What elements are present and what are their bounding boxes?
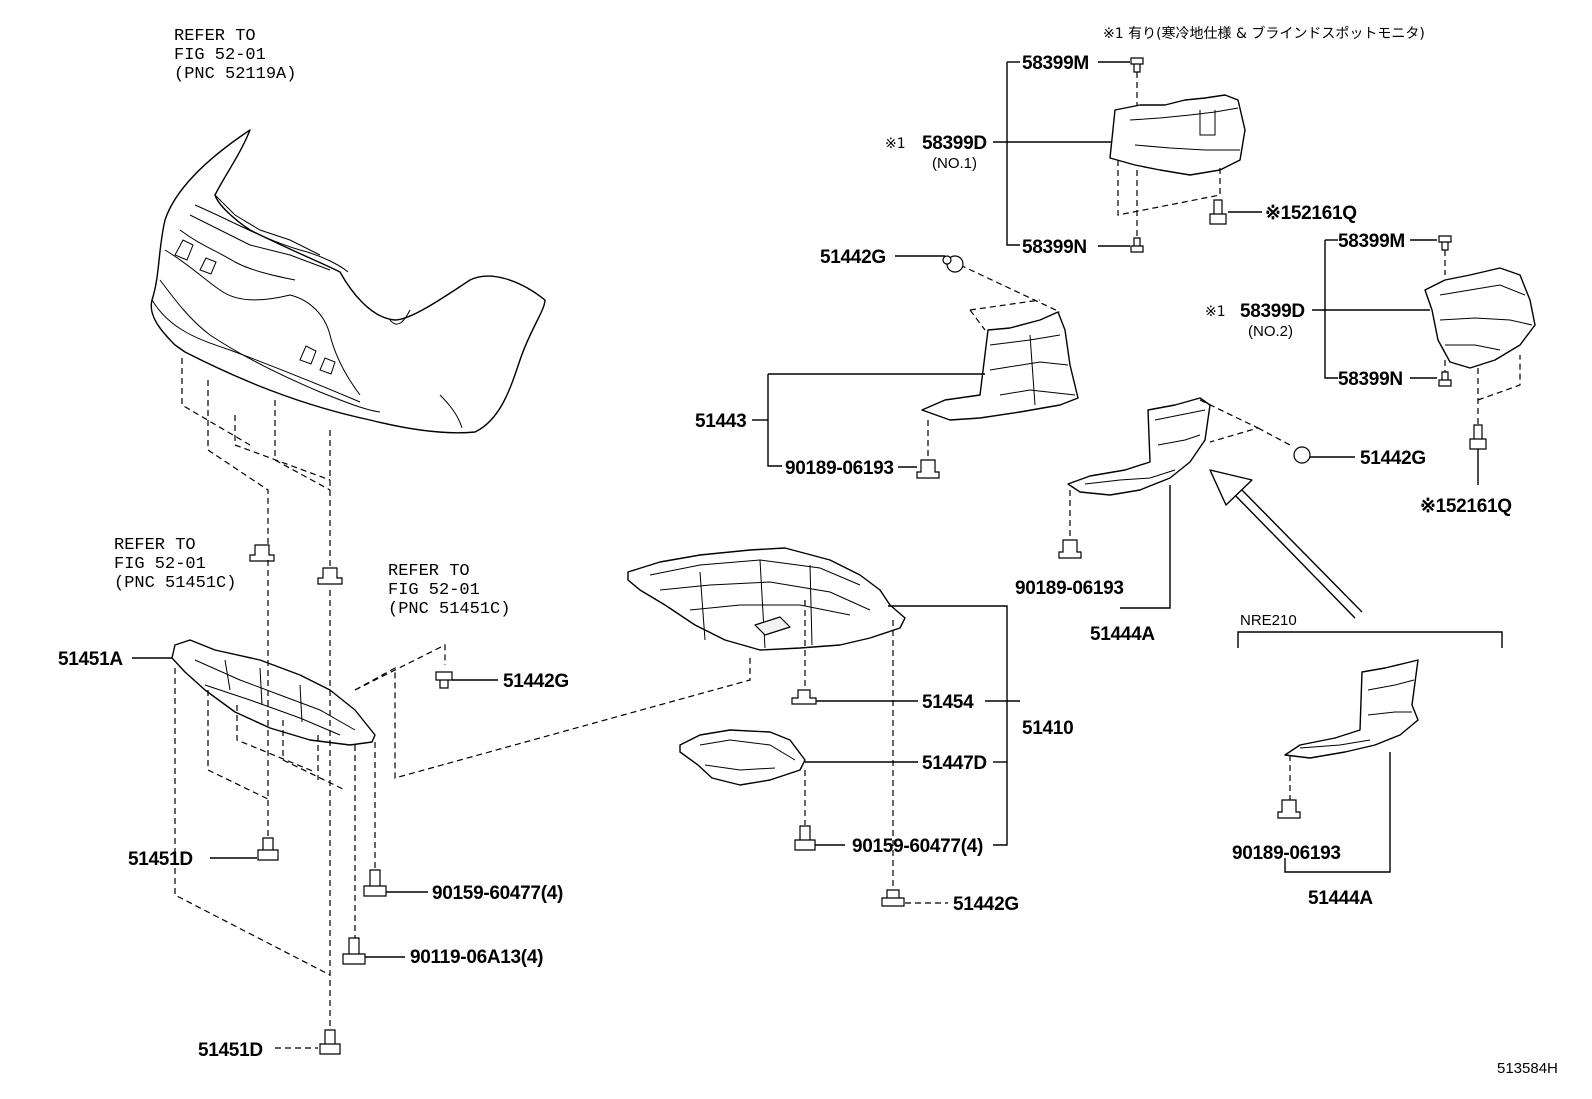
label-nre210: NRE210	[1240, 612, 1297, 629]
svg-text:REFER TO: REFER TO	[114, 536, 196, 555]
clip-90189-a[interactable]	[916, 459, 940, 479]
label-no2: (NO.2)	[1248, 323, 1293, 340]
svg-text:FIG 52-01: FIG 52-01	[174, 46, 266, 65]
splash-shield-51443[interactable]	[921, 311, 1079, 421]
shield-58399D-no2[interactable]	[1424, 267, 1536, 369]
clip-51442G-bottom[interactable]	[881, 889, 905, 907]
label-51410: 51410	[1022, 718, 1073, 739]
label-51442G-left: 51442G	[503, 671, 569, 692]
label-51454: 51454	[922, 692, 974, 713]
label-51451A: 51451A	[58, 649, 123, 670]
svg-text:FIG 52-01: FIG 52-01	[388, 581, 480, 600]
clip-51442G-right[interactable]	[1293, 446, 1311, 464]
bolt-90159-left[interactable]	[363, 869, 387, 897]
label-51451D-bottom: 51451D	[198, 1040, 263, 1061]
cover-51447D[interactable]	[679, 729, 806, 786]
clip-right[interactable]	[317, 567, 343, 585]
clip-90189-c[interactable]	[1277, 799, 1301, 819]
clip-51454[interactable]	[791, 689, 817, 705]
label-51443: 51443	[695, 411, 746, 432]
clip-58399M-right[interactable]	[1438, 235, 1452, 251]
label-51442G-top: 51442G	[820, 247, 886, 268]
label-51444A-b: 51444A	[1308, 888, 1373, 909]
label-58399N-top: 58399N	[1022, 237, 1087, 258]
label-51447D: 51447D	[922, 753, 987, 774]
clip-51442G-left[interactable]	[435, 671, 453, 689]
svg-text:(PNC 51451C): (PNC 51451C)	[114, 574, 236, 593]
bolt-51451D-bottom[interactable]	[319, 1029, 341, 1055]
label-51444A-a: 51444A	[1090, 624, 1155, 645]
label-90189-b: 90189-06193	[1015, 578, 1124, 599]
bolt-90159-right[interactable]	[794, 825, 816, 851]
label-90159-left: 90159-60477(4)	[432, 883, 563, 904]
label-58399N-right: 58399N	[1338, 369, 1403, 390]
clip-58399N-top[interactable]	[1130, 237, 1144, 253]
label-58399D-no2: 58399D	[1240, 301, 1305, 322]
label-90159-right: 90159-60477(4)	[852, 836, 983, 857]
label-58399D-no1: 58399D	[922, 133, 987, 154]
label-52161Q-right: ※152161Q	[1420, 496, 1512, 517]
label-58399M-right: 58399M	[1338, 231, 1405, 252]
clip-52161Q-top[interactable]	[1209, 199, 1227, 225]
clip-51442G-top[interactable]	[942, 255, 964, 273]
label-90189-c: 90189-06193	[1232, 843, 1341, 864]
clip-52161Q-right[interactable]	[1469, 424, 1487, 450]
refer-clip-right-text: REFER TO FIG 52-01 (PNC 51451C)	[388, 562, 510, 619]
svg-text:REFER TO: REFER TO	[174, 27, 256, 46]
refer-bumper-text: REFER TO FIG 52-01 (PNC 52119A)	[174, 27, 296, 84]
svg-text:FIG 52-01: FIG 52-01	[114, 555, 206, 574]
diagram-id: 513584H	[1497, 1060, 1558, 1077]
label-51451D-mid: 51451D	[128, 849, 193, 870]
label-51442G-bottom: 51442G	[953, 894, 1019, 915]
svg-text:(PNC 51451C): (PNC 51451C)	[388, 600, 510, 619]
svg-text:(PNC 52119A): (PNC 52119A)	[174, 65, 296, 84]
label-51442G-right: 51442G	[1360, 448, 1426, 469]
front-bumper-cover[interactable]	[150, 129, 546, 434]
nre210-bracket	[1237, 631, 1503, 648]
clip-90189-b[interactable]	[1058, 539, 1082, 559]
direction-arrow	[1209, 469, 1363, 619]
label-90119: 90119-06A13(4)	[410, 947, 543, 968]
shield-58399D-no1[interactable]	[1109, 94, 1246, 176]
engine-under-cover[interactable]	[627, 547, 906, 651]
shield-51451A[interactable]	[171, 639, 376, 746]
clip-58399N-right[interactable]	[1438, 371, 1452, 387]
refer-clip-left-text: REFER TO FIG 52-01 (PNC 51451C)	[114, 536, 236, 593]
label-58399M-top: 58399M	[1022, 53, 1089, 74]
bolt-51451D-mid[interactable]	[257, 837, 279, 861]
spec-note: ※1 有り(寒冷地仕様 & ブラインドスポットモニタ)	[1103, 25, 1425, 42]
label-52161Q-top: ※152161Q	[1265, 203, 1357, 224]
mark-58399D-no2: ※1	[1205, 304, 1226, 320]
label-90189-a: 90189-06193	[785, 458, 894, 479]
splash-shield-51444A-upper[interactable]	[1067, 397, 1211, 496]
svg-text:REFER TO: REFER TO	[388, 562, 470, 581]
clip-58399M-top[interactable]	[1130, 57, 1144, 73]
label-no1: (NO.1)	[932, 155, 977, 172]
clip-left[interactable]	[249, 544, 275, 562]
mark-58399D-no1: ※1	[885, 136, 906, 152]
bolt-90119[interactable]	[342, 937, 366, 965]
splash-shield-51444A-lower[interactable]	[1284, 659, 1419, 759]
